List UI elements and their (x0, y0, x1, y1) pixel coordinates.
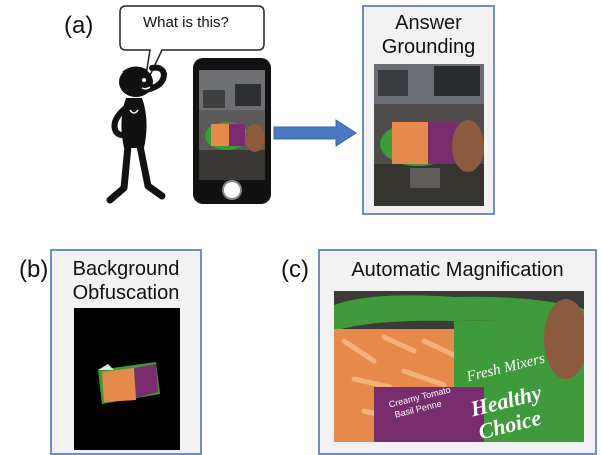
background-obfuscation-title-line2: Obfuscation (72, 282, 180, 304)
magnified-photo (334, 291, 584, 442)
automatic-magnification-title: Automatic Magnification (351, 259, 564, 281)
phone-camera-view (199, 70, 265, 180)
panel-b-label: (b) (19, 256, 49, 283)
arrow-right-icon (273, 119, 357, 147)
answer-grounding-title-line1: Answer (395, 12, 462, 34)
answer-grounding-title-line2: Grounding (381, 36, 476, 58)
background-obfuscation-title-line1: Background (72, 258, 180, 280)
shutter-button[interactable] (222, 180, 242, 200)
panel-c-label: (c) (281, 256, 309, 283)
obfuscated-photo (74, 308, 180, 450)
panel-a-label: (a) (64, 12, 94, 39)
speech-text: What is this? (143, 14, 229, 31)
answer-grounding-photo (374, 64, 484, 206)
person-icon (106, 64, 167, 204)
